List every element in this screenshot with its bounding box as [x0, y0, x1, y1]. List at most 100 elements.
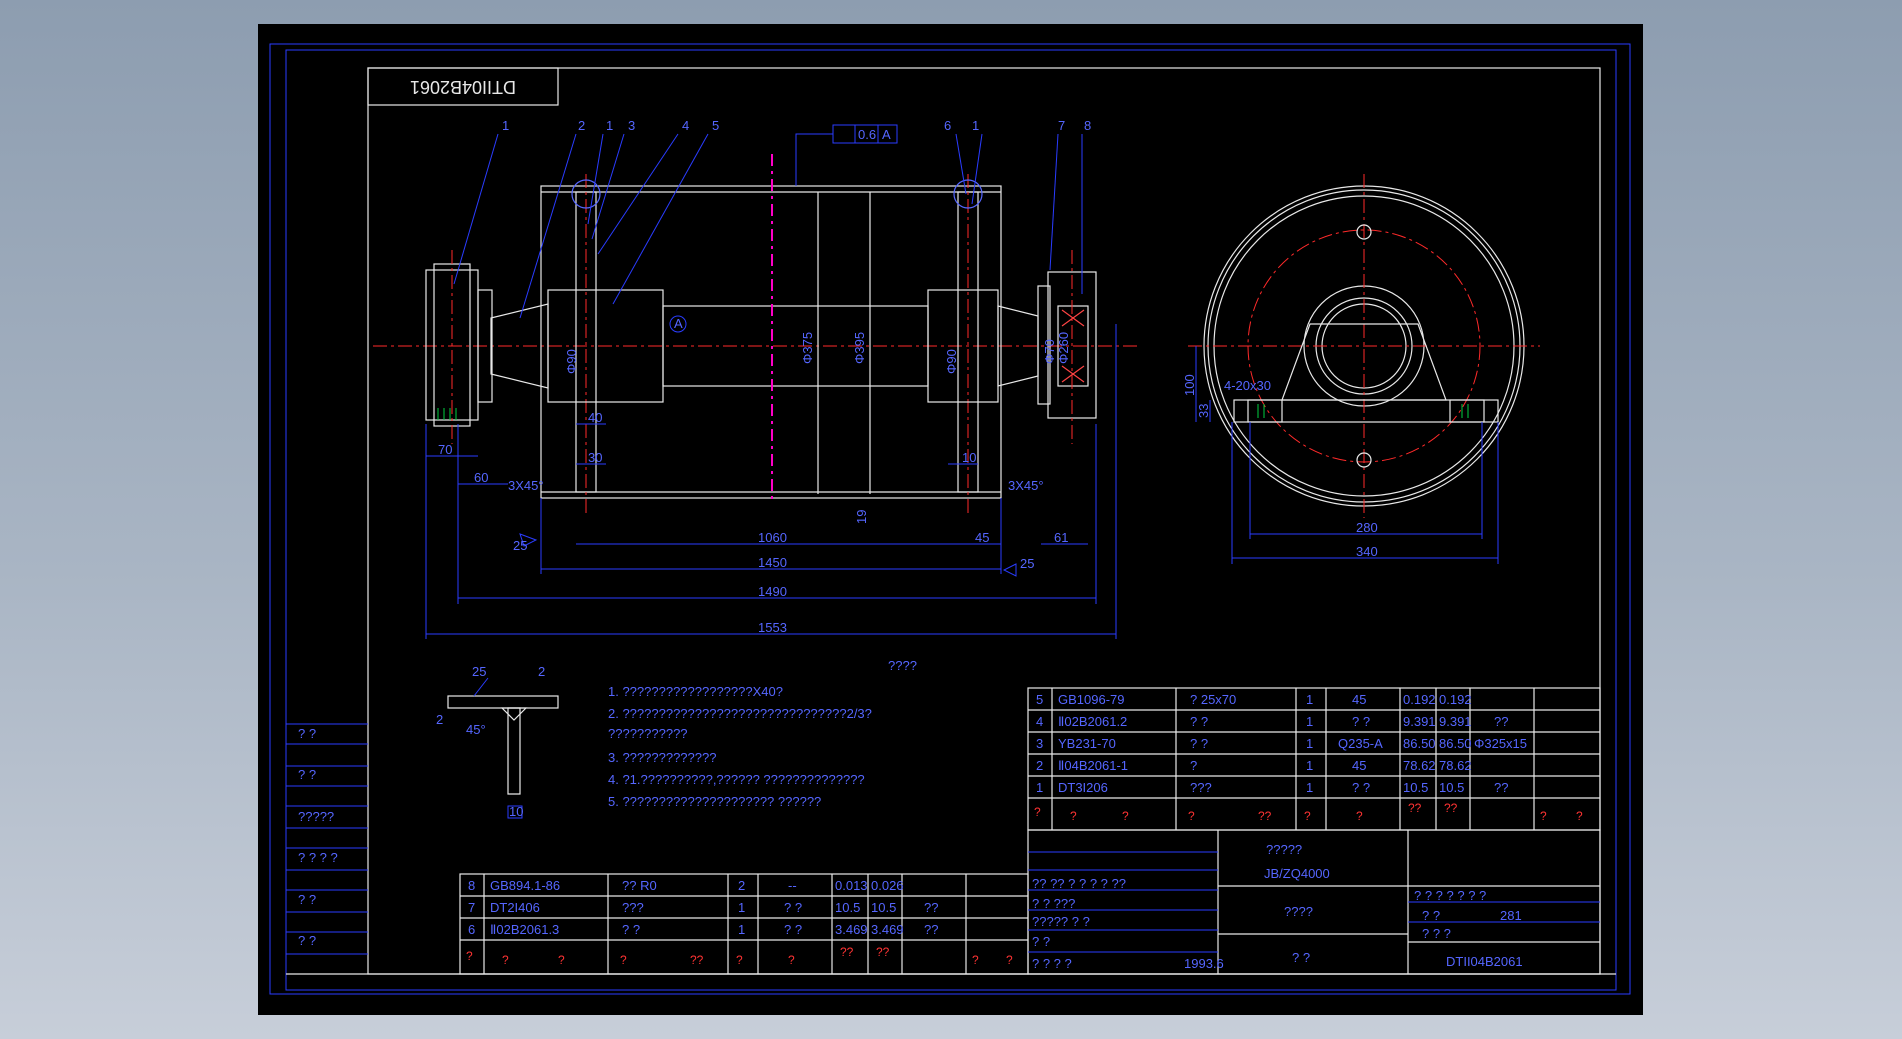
- bom-w1: 86.50: [1403, 736, 1436, 751]
- title-right-row: ? ?: [1422, 908, 1440, 923]
- pulley-side-view: 100 33 4-20x30 280 340: [1182, 174, 1540, 564]
- bom-code: Ⅱ02B2061.2: [1058, 714, 1127, 729]
- bom-w1: 0.192: [1403, 692, 1436, 707]
- bom-qty: 1: [1306, 758, 1313, 773]
- dim-1450: 1450: [758, 555, 787, 570]
- weld-label-c: 2: [436, 712, 443, 727]
- header-cell: ?: [972, 953, 979, 967]
- bom-mat: Q235-A: [1338, 736, 1383, 751]
- balloon: 3: [628, 118, 635, 133]
- balloon: 7: [1058, 118, 1065, 133]
- roughness-b: 25: [1020, 556, 1034, 571]
- bom-w1: 0.013: [835, 878, 868, 893]
- side-label: ? ?: [298, 767, 316, 782]
- side-label: ? ?: [298, 726, 316, 741]
- bom-mat: 45: [1352, 692, 1366, 707]
- bom-w2: 9.391: [1439, 714, 1472, 729]
- side-label: ? ?: [298, 892, 316, 907]
- bom-code: Ⅱ04B2061-1: [1058, 758, 1128, 773]
- dim-340: 340: [1356, 544, 1378, 559]
- bom-w1: 10.5: [1403, 780, 1428, 795]
- bom-header-row: ? ? ? ? ?? ? ? ?? ?? ? ?: [466, 945, 1013, 967]
- header-cell: ?: [502, 953, 509, 967]
- title-left-row: ? ?: [1032, 934, 1050, 949]
- bom-note: Φ325x15: [1474, 736, 1527, 751]
- technical-notes: 1. ??????????????????X40? 2. ???????????…: [608, 684, 872, 809]
- chamfer-right: 3X45°: [1008, 478, 1044, 493]
- dia-90-right: Φ90: [944, 349, 959, 374]
- weld-label-a: 25: [472, 664, 486, 679]
- header-cell: ?: [1576, 809, 1583, 823]
- roughness-a: 25: [513, 538, 527, 553]
- bom-header-row: ? ? ? ? ?? ? ? ?? ?? ? ?: [1034, 801, 1583, 823]
- drawing-title: ?????: [1266, 842, 1302, 857]
- bom-w2: 10.5: [871, 900, 896, 915]
- bom-w1: 9.391: [1403, 714, 1436, 729]
- bom-w2: 10.5: [1439, 780, 1464, 795]
- bom-note: ??: [924, 900, 938, 915]
- balloon: 2: [578, 118, 585, 133]
- mirrored-code: DTII04B2061: [410, 77, 516, 97]
- bom-note: ??: [924, 922, 938, 937]
- bom-qty: 1: [738, 922, 745, 937]
- bom-code: GB894.1-86: [490, 878, 560, 893]
- dim-33: 33: [1196, 404, 1211, 418]
- bom-no: 7: [468, 900, 475, 915]
- bom-w2: 3.469: [871, 922, 904, 937]
- header-cell: ?: [788, 953, 795, 967]
- drawing-sheet: DTII04B2061 ? ? ? ? ????? ? ? ? ? ? ? ? …: [258, 24, 1643, 1015]
- title-left-row: ? ? ???: [1032, 896, 1075, 911]
- header-cell: ?: [620, 953, 627, 967]
- chamfer-left: 3X45°: [508, 478, 544, 493]
- bearing-base: [1233, 399, 1499, 423]
- weld-label-d: 10: [509, 804, 523, 819]
- drawing-standard: JB/ZQ4000: [1264, 866, 1330, 881]
- title-left-row: ????? ? ?: [1032, 914, 1090, 929]
- drawing-frame: [367, 67, 1601, 975]
- header-cell: ??: [1408, 801, 1422, 815]
- balloon: 1: [606, 118, 613, 133]
- side-label: ? ?: [298, 933, 316, 948]
- runout-value: 0.6: [858, 127, 876, 142]
- side-label: ?????: [298, 809, 334, 824]
- balloon: 1: [502, 118, 509, 133]
- header-cell: ?: [1006, 953, 1013, 967]
- bom-mat: ? ?: [784, 900, 802, 915]
- header-cell: ??: [690, 953, 704, 967]
- balloon: 4: [682, 118, 689, 133]
- title-left-row: ? ? ? ?: [1032, 956, 1072, 971]
- dim-45: 45: [975, 530, 989, 545]
- bom-mat: ? ?: [784, 922, 802, 937]
- balloon: 6: [944, 118, 951, 133]
- side-label: ? ? ? ?: [298, 850, 338, 865]
- bom-name: ???: [622, 900, 644, 915]
- header-cell: ??: [1258, 809, 1272, 823]
- title-block: ?? ?? ? ? ? ? ?? ? ? ??? ????? ? ? ? ? ?…: [1027, 829, 1601, 975]
- code-box: [367, 67, 559, 106]
- inner-border: [285, 49, 1617, 991]
- bom-name: ? 25x70: [1190, 692, 1236, 707]
- bom-w2: 0.026: [871, 878, 904, 893]
- bom-w1: 3.469: [835, 922, 868, 937]
- tech-req-title: ????: [888, 658, 917, 673]
- dia-375: Φ375: [800, 332, 815, 364]
- dim-1490: 1490: [758, 584, 787, 599]
- header-cell: ??: [876, 945, 890, 959]
- engineering-drawing: DTII04B2061 ? ? ? ? ????? ? ? ? ? ? ? ? …: [269, 43, 1631, 995]
- bom-name: ?: [1190, 758, 1197, 773]
- header-cell: ?: [1188, 809, 1195, 823]
- dim-1553: 1553: [758, 620, 787, 635]
- bom-no: 4: [1036, 714, 1043, 729]
- balloons: 1 2 1 3 4 5 6 1 7 8: [453, 118, 1091, 319]
- header-cell: ?: [466, 949, 473, 963]
- pulley-front-view: 0.6 A A Φ90 Φ90 Φ375 Φ395 Φ70 Φ260: [373, 124, 1138, 514]
- header-cell: ??: [1444, 801, 1458, 815]
- dim-61: 61: [1054, 530, 1068, 545]
- dim-10: 10: [962, 450, 976, 465]
- note-line: 4. ?1.??????????,?????? ??????????????: [608, 772, 865, 787]
- bom-no: 8: [468, 878, 475, 893]
- bom-no: 3: [1036, 736, 1043, 751]
- header-cell: ??: [840, 945, 854, 959]
- bom-no: 6: [468, 922, 475, 937]
- bom-mat: ? ?: [1352, 714, 1370, 729]
